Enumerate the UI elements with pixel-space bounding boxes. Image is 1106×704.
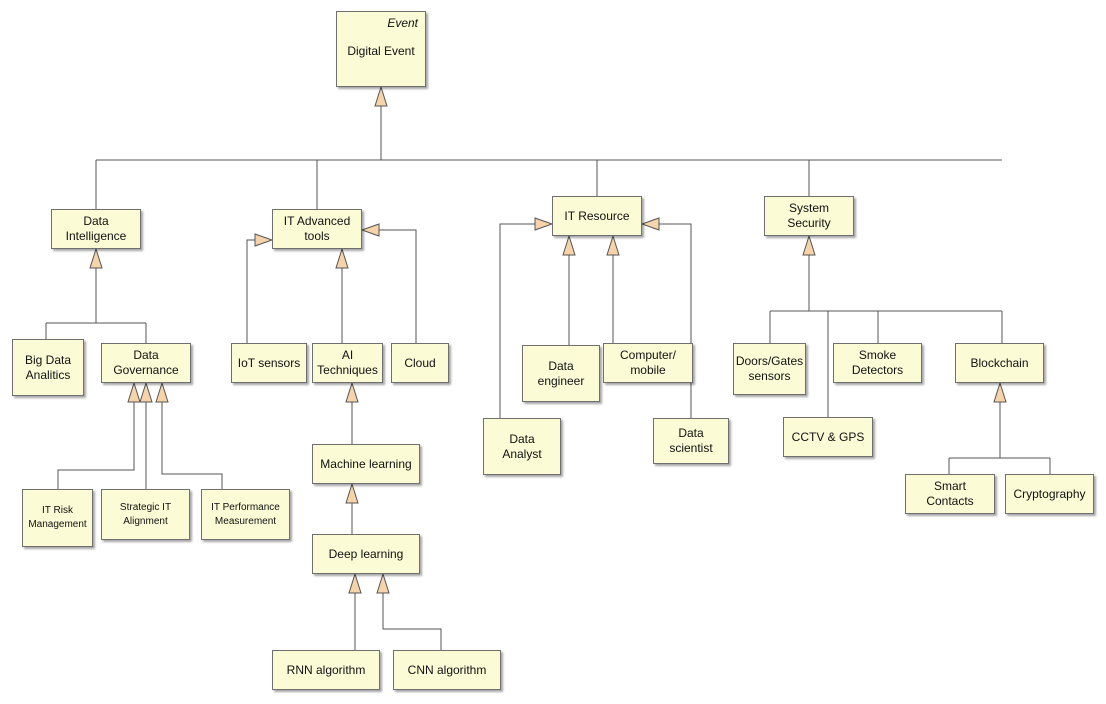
- cctv-gps-node[interactable]: CCTV & GPS: [783, 417, 873, 457]
- deep-learning-arrow: [345, 482, 359, 504]
- node-label: Doors/Gates sensors: [735, 354, 804, 383]
- rnn-arrow: [348, 572, 362, 594]
- cnn-connector: [382, 593, 442, 650]
- data-analyst-connector: [499, 223, 535, 418]
- computer-mobile-node[interactable]: Computer/ mobile: [603, 343, 693, 383]
- digital-event-node[interactable]: Event Digital Event: [336, 11, 426, 87]
- node-label: Data scientist: [669, 426, 713, 455]
- cloud-arrow: [360, 223, 380, 237]
- data-engineer-arrow: [562, 234, 576, 256]
- big-data-analitics-node[interactable]: Big Data Analitics: [12, 339, 84, 396]
- cnn-arrow: [376, 572, 390, 594]
- it-risk-connector: [57, 402, 135, 489]
- node-label: System Security: [787, 201, 831, 230]
- node-label: Big Data Analitics: [24, 352, 72, 382]
- data-analyst-node[interactable]: Data Analyst: [483, 418, 561, 475]
- ai-techniques-node[interactable]: AI Techniques: [312, 343, 383, 383]
- data-governance-node[interactable]: Data Governance: [101, 343, 191, 383]
- iot-sensors-arrow: [254, 233, 274, 247]
- digital-event-label: Digital Event: [347, 44, 415, 58]
- strategic-it-alignment-node[interactable]: Strategic IT Alignment: [101, 489, 190, 540]
- machine-learning-arrow: [345, 381, 359, 403]
- governance-arrow-right: [155, 381, 169, 403]
- node-label: IT Risk Management: [28, 505, 87, 530]
- iot-sensors-node[interactable]: IoT sensors: [231, 343, 307, 383]
- node-label: Computer/ mobile: [619, 348, 677, 377]
- ai-techniques-arrow: [335, 247, 349, 269]
- event-stereotype-label: Event: [387, 16, 418, 30]
- node-label: Data Intelligence: [65, 214, 127, 243]
- node-label: CCTV & GPS: [791, 429, 865, 444]
- data-intelligence-node[interactable]: Data Intelligence: [51, 209, 141, 249]
- node-label: RNN algorithm: [286, 662, 366, 677]
- node-label: CNN algorithm: [407, 662, 487, 677]
- cloud-connector: [379, 229, 417, 343]
- governance-arrow-mid: [139, 381, 153, 403]
- data-engineer-node[interactable]: Data engineer: [522, 345, 600, 402]
- it-performance-connector: [161, 402, 223, 489]
- node-label: Cryptography: [1013, 486, 1086, 501]
- node-label: Strategic IT Alignment: [119, 501, 172, 527]
- node-label: Data Governance: [113, 348, 179, 377]
- cnn-algorithm-node[interactable]: CNN algorithm: [393, 650, 501, 690]
- it-risk-management-node[interactable]: IT Risk Management: [22, 489, 93, 547]
- smoke-detectors-node[interactable]: Smoke Detectors: [833, 343, 922, 383]
- system-security-node[interactable]: System Security: [764, 196, 854, 236]
- data-scientist-node[interactable]: Data scientist: [653, 418, 729, 464]
- node-label: Smoke Detectors: [851, 348, 904, 377]
- doors-gates-sensors-node[interactable]: Doors/Gates sensors: [733, 343, 806, 395]
- data-intelligence-arrow: [89, 247, 103, 269]
- node-label: Cloud: [404, 355, 436, 370]
- blockchain-node[interactable]: Blockchain: [955, 343, 1044, 383]
- machine-learning-node[interactable]: Machine learning: [312, 444, 420, 484]
- data-scientist-connector: [659, 223, 692, 418]
- root-generalization-arrow: [374, 85, 388, 107]
- deep-learning-node[interactable]: Deep learning: [312, 534, 420, 574]
- node-label: Blockchain: [970, 355, 1029, 370]
- it-resource-node[interactable]: IT Resource: [552, 196, 642, 236]
- cloud-node[interactable]: Cloud: [391, 343, 449, 383]
- blockchain-arrow: [993, 381, 1007, 403]
- node-label: IT Resource: [564, 208, 630, 223]
- data-scientist-arrow: [640, 217, 660, 231]
- node-label: IoT sensors: [237, 355, 301, 370]
- it-advanced-tools-node[interactable]: IT Advanced tools: [272, 209, 362, 249]
- node-label: Smart Contacts: [926, 479, 974, 508]
- node-label: IT Advanced tools: [283, 214, 351, 243]
- computer-mobile-arrow: [606, 234, 620, 256]
- smart-contacts-node[interactable]: Smart Contacts: [905, 474, 995, 514]
- node-label: Machine learning: [320, 456, 412, 471]
- data-analyst-arrow: [534, 217, 554, 231]
- node-label: IT Performance Measurement: [211, 501, 280, 527]
- node-label: Data engineer: [537, 358, 585, 388]
- system-security-arrow: [802, 234, 816, 256]
- cryptography-node[interactable]: Cryptography: [1005, 474, 1094, 514]
- it-performance-measurement-node[interactable]: IT Performance Measurement: [201, 489, 290, 540]
- node-label: Deep learning: [328, 546, 404, 561]
- iot-sensors-connector: [246, 239, 255, 343]
- node-label: Data Analyst: [502, 431, 542, 461]
- rnn-algorithm-node[interactable]: RNN algorithm: [272, 650, 380, 690]
- governance-arrow-left: [127, 381, 141, 403]
- node-label: AI Techniques: [317, 348, 378, 377]
